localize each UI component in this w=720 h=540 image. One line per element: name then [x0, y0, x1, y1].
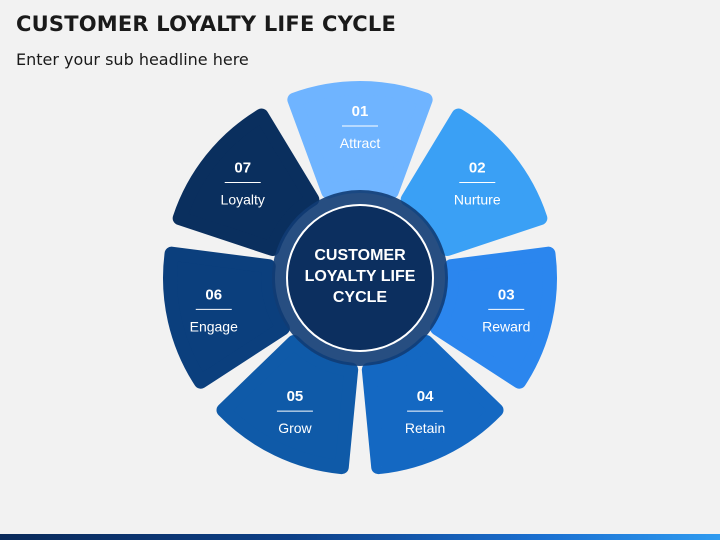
stage-segment — [361, 334, 504, 475]
stage-number: 06 — [205, 286, 222, 303]
stage-number: 01 — [352, 103, 369, 120]
stage-number: 03 — [498, 286, 515, 303]
center-hub-core — [286, 204, 434, 352]
stage-segment — [430, 246, 557, 389]
center-title-line-1: CUSTOMER — [314, 247, 406, 264]
stage-label: Grow — [278, 420, 312, 436]
stage-label: Retain — [405, 420, 445, 436]
stage-label: Nurture — [454, 191, 501, 207]
stage-number: 02 — [469, 159, 486, 176]
center-title-line-2: LOYALTY LIFE — [305, 268, 416, 285]
center-hub: CUSTOMER LOYALTY LIFE CYCLE — [272, 190, 448, 366]
stage-label: Engage — [190, 318, 238, 334]
page-title: CUSTOMER LOYALTY LIFE CYCLE — [16, 12, 397, 36]
stage-number: 05 — [287, 388, 304, 405]
page-subtitle: Enter your sub headline here — [16, 50, 249, 69]
stage-number: 04 — [417, 388, 434, 405]
stage-label: Attract — [340, 135, 381, 151]
stage-label: Loyalty — [221, 191, 265, 207]
stage-segment — [287, 81, 433, 199]
stage-label: Reward — [482, 318, 530, 334]
cycle-segments: 01Attract02Nurture03Reward04Retain05Grow… — [163, 81, 557, 475]
stage-number: 07 — [234, 159, 251, 176]
bottom-accent-bar — [0, 534, 720, 540]
stage-segment — [216, 334, 359, 475]
stage-segment — [163, 246, 290, 389]
center-title-line-3: CYCLE — [333, 289, 388, 306]
